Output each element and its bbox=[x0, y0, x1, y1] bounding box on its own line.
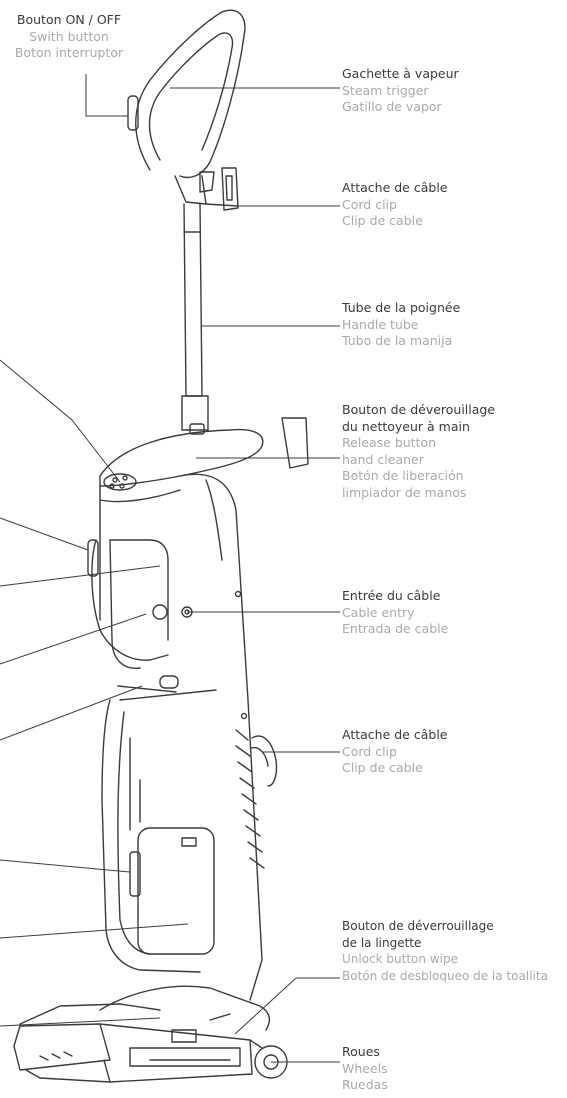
label-unlock-fr2: de la lingette bbox=[342, 935, 422, 950]
label-cordclip-2-es: Clip de cable bbox=[342, 760, 423, 775]
label-unlock-fr1: Bouton de déverrouillage bbox=[342, 919, 494, 933]
callout-left-5 bbox=[0, 685, 143, 741]
label-handletube-en: Handle tube bbox=[342, 316, 419, 332]
label-cordclip-2: Attache de câble Cord clip Clip de cable bbox=[342, 727, 447, 777]
label-release-en1: Release button bbox=[342, 435, 437, 450]
callout-left-4 bbox=[0, 613, 147, 665]
label-steam: Gachette à vapeur Steam trigger Gatillo … bbox=[342, 66, 459, 116]
label-switch-fr: Bouton ON / OFF bbox=[16, 12, 122, 27]
label-release: Bouton de déverouillage du nettoyeur à m… bbox=[342, 402, 495, 501]
label-steam-es: Gatillo de vapor bbox=[342, 99, 442, 114]
label-cableentry-fr: Entrée du câble bbox=[342, 588, 441, 603]
label-cordclip-1-es: Clip de cable bbox=[342, 213, 423, 228]
label-cableentry-en: Cable entry bbox=[342, 604, 415, 620]
label-release-fr1: Bouton de déverouillage bbox=[342, 402, 496, 417]
mop-head bbox=[13, 985, 288, 1083]
callout-left-6 bbox=[0, 859, 131, 873]
label-switch-en: Swith button bbox=[29, 28, 109, 44]
label-cordclip-2-fr: Attache de câble bbox=[342, 727, 448, 742]
main-body bbox=[87, 417, 309, 1001]
label-release-es2: limpiador de manos bbox=[342, 484, 467, 500]
label-handletube: Tube de la poignée Handle tube Tubo de l… bbox=[342, 300, 460, 350]
callout-left-2 bbox=[0, 517, 89, 551]
label-handletube-es: Tubo de la manija bbox=[342, 333, 453, 348]
cord-clip-lower bbox=[251, 735, 278, 787]
label-steam-fr: Gachette à vapeur bbox=[342, 66, 459, 81]
label-wheels-fr: Roues bbox=[342, 1044, 380, 1059]
label-cableentry-es: Entrada de cable bbox=[342, 621, 449, 636]
cord-clip-upper bbox=[205, 167, 239, 211]
label-cordclip-1: Attache de câble Cord clip Clip de cable bbox=[342, 180, 447, 230]
label-release-es1: Botón de liberación bbox=[342, 468, 464, 483]
label-steam-en: Steam trigger bbox=[342, 82, 429, 98]
label-cordclip-1-fr: Attache de câble bbox=[342, 180, 448, 195]
label-cableentry: Entrée du câble Cable entry Entrada de c… bbox=[342, 588, 448, 638]
callout-lines bbox=[0, 74, 340, 1063]
label-wheels-es: Ruedas bbox=[342, 1077, 388, 1092]
label-unlock-en: Unlock button wipe bbox=[342, 952, 458, 966]
handle-grip bbox=[127, 9, 246, 205]
label-cordclip-1-en: Cord clip bbox=[342, 196, 397, 212]
label-release-en2: hand cleaner bbox=[342, 451, 424, 467]
label-wheels: Roues Wheels Ruedas bbox=[342, 1044, 388, 1094]
callout-left-3 bbox=[0, 565, 161, 587]
label-release-fr2: du nettoyeur à main bbox=[342, 418, 470, 434]
callout-left-7 bbox=[0, 923, 189, 939]
label-unlock: Bouton de déverrouillage de la lingette … bbox=[342, 918, 548, 984]
callout-unlock bbox=[234, 977, 340, 1035]
label-switch-es: Boton interruptor bbox=[14, 45, 124, 60]
callout-left-1 bbox=[0, 359, 121, 483]
label-switch: Bouton ON / OFF Swith button Boton inter… bbox=[4, 12, 134, 62]
label-cordclip-2-en: Cord clip bbox=[342, 743, 397, 759]
label-handletube-fr: Tube de la poignée bbox=[342, 300, 461, 315]
label-unlock-es: Botón de desbloqueo de la toallita bbox=[342, 968, 548, 983]
label-wheels-en: Wheels bbox=[342, 1060, 388, 1076]
callout-left-8 bbox=[0, 1017, 161, 1027]
handle-tube-shape bbox=[181, 203, 209, 431]
callout-switch bbox=[85, 74, 128, 117]
